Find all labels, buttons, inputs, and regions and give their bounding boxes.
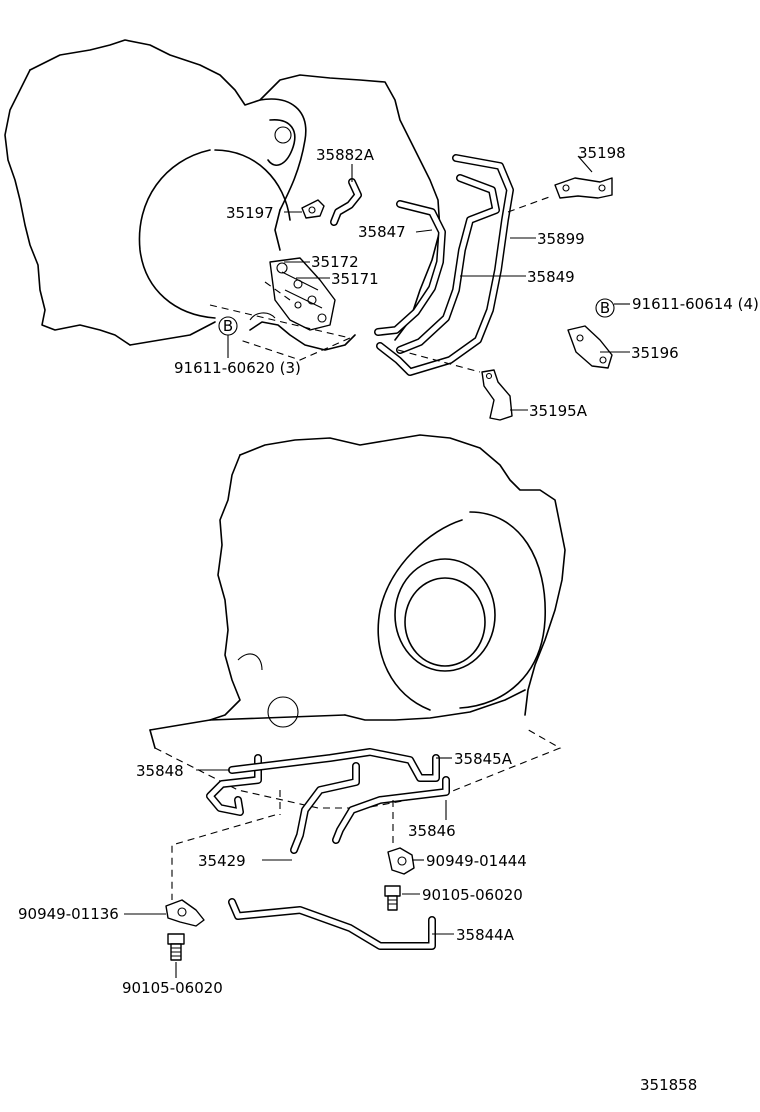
label-90949-01444: 90949-01444	[426, 852, 527, 870]
pipe-35899	[376, 154, 514, 376]
pipe-35844A	[228, 898, 436, 950]
bolt-90105-06020-right	[384, 885, 401, 911]
part-number-labels: 35882A 35197 35198 35847 35899 35172 351…	[18, 144, 759, 1094]
bracket-35196	[567, 325, 613, 369]
clamp-90949-01444	[387, 847, 415, 875]
label-35429: 35429	[198, 852, 246, 870]
bracket-35195A	[481, 369, 513, 421]
pipe-clamp-bracket-35171	[269, 257, 336, 331]
clip-35197	[301, 199, 325, 219]
pipe-35845A	[228, 748, 440, 782]
reference-b-left-text: B	[223, 317, 233, 335]
upper-transaxle-housing	[4, 39, 441, 351]
leader-lines	[124, 155, 630, 978]
label-35198: 35198	[578, 144, 626, 162]
label-35847: 35847	[358, 223, 406, 241]
diagram-number: 351858	[640, 1076, 697, 1094]
bracket-35198	[554, 177, 613, 199]
hose-35882A	[330, 178, 362, 226]
label-35197: 35197	[226, 204, 274, 222]
label-90949-01136: 90949-01136	[18, 905, 119, 923]
pipe-35849	[396, 174, 500, 354]
label-35844A: 35844A	[456, 926, 515, 944]
pipe-35848	[206, 754, 262, 816]
label-35899: 35899	[537, 230, 585, 248]
clamp-90949-01136	[165, 899, 205, 927]
label-35846: 35846	[408, 822, 456, 840]
reference-marker-b-right: B	[595, 298, 615, 318]
pipe-35847	[374, 200, 446, 336]
reference-b-right-text: B	[600, 299, 610, 317]
label-91611-60614: 91611-60614 (4)	[632, 295, 759, 313]
label-35848: 35848	[136, 762, 184, 780]
label-35171: 35171	[331, 270, 379, 288]
label-90105-06020-right: 90105-06020	[422, 886, 523, 904]
label-35882A: 35882A	[316, 146, 375, 164]
reference-marker-b-left: B	[218, 316, 238, 336]
label-35172: 35172	[311, 253, 359, 271]
upper-dashed-guides	[209, 195, 553, 373]
label-35845A: 35845A	[454, 750, 513, 768]
pipe-35429	[332, 776, 450, 844]
bolt-90105-06020-left	[167, 933, 185, 961]
label-35849: 35849	[527, 268, 575, 286]
label-90105-06020-left: 90105-06020	[122, 979, 223, 997]
label-35195A: 35195A	[529, 402, 588, 420]
lower-transaxle-housing	[209, 434, 566, 728]
label-91611-60620: 91611-60620 (3)	[174, 359, 301, 377]
label-35196: 35196	[631, 344, 679, 362]
pipe-35846	[290, 762, 360, 854]
